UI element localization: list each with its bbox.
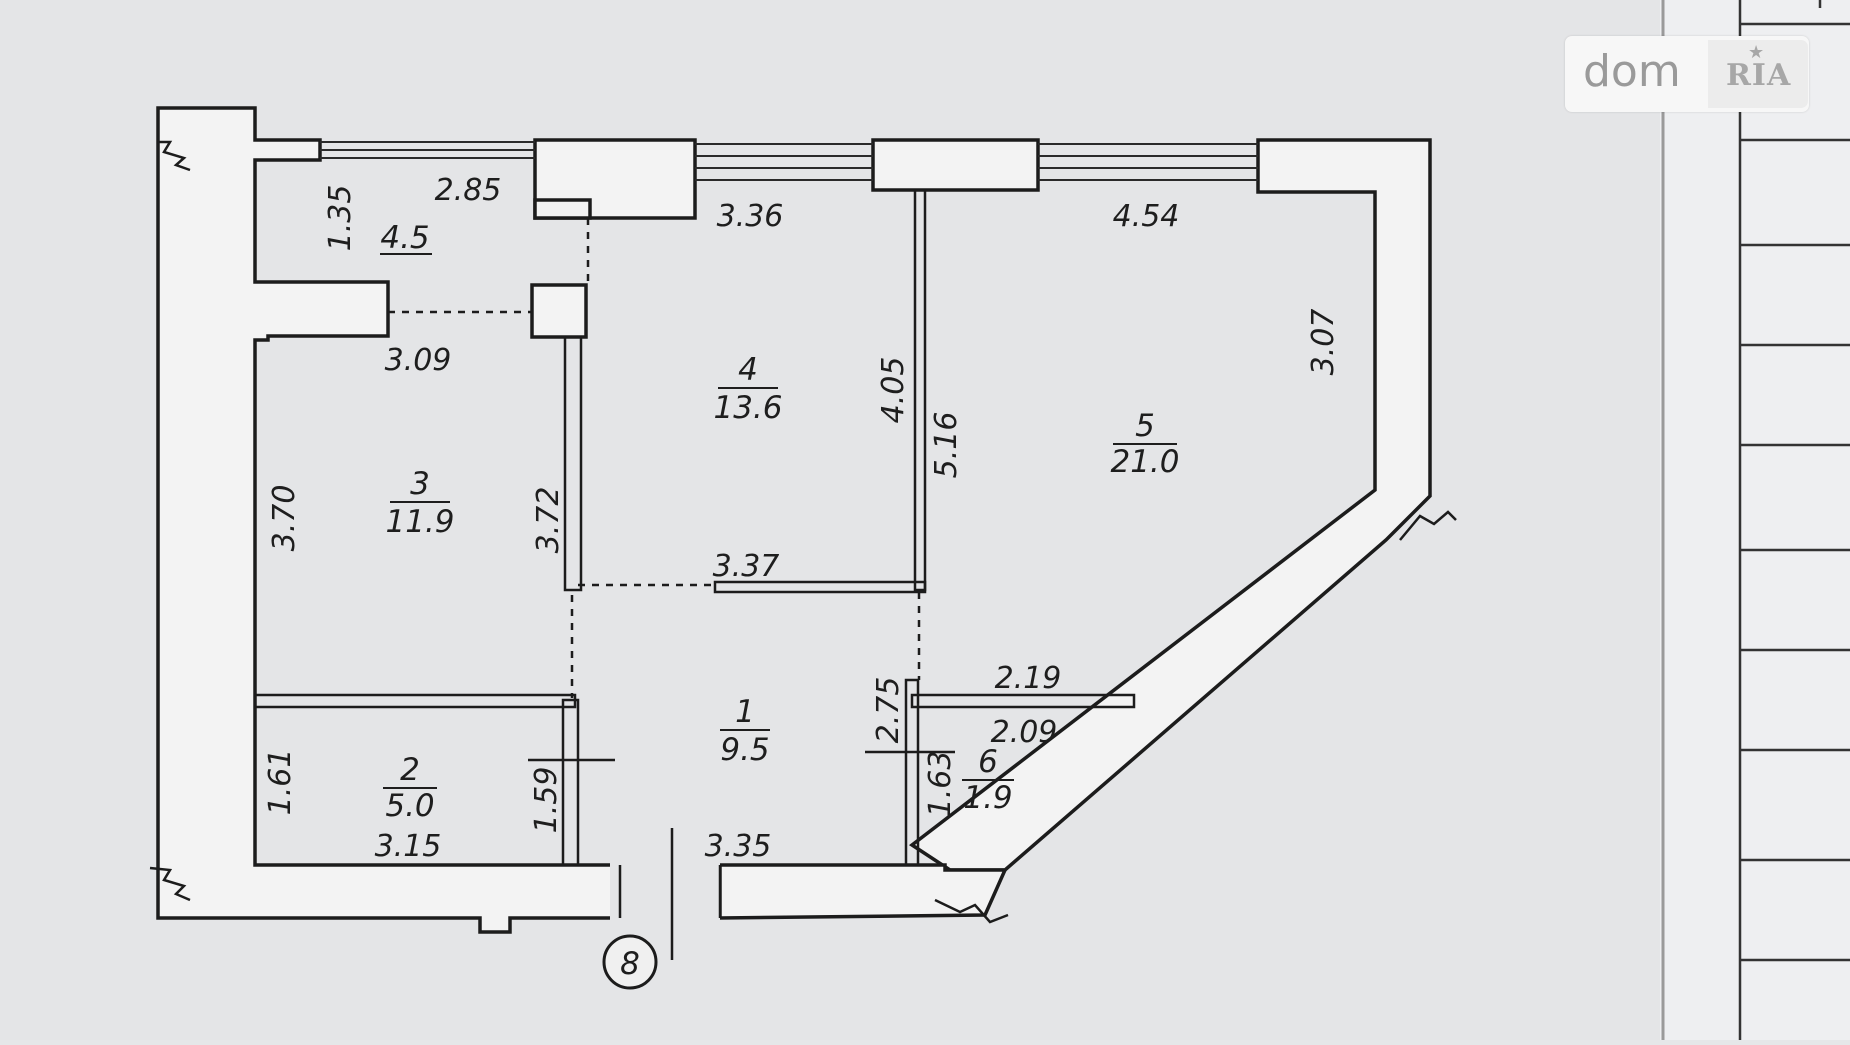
dim-room6-height: 1.63 (923, 751, 958, 818)
svg-text:2: 2 (400, 752, 420, 788)
partition-room4-room5 (913, 188, 927, 592)
break-mark-right (1399, 510, 1457, 541)
balcony-area-label: 4.5 (380, 220, 432, 256)
adjacent-sheet (1660, 0, 1850, 1040)
window-room4 (695, 143, 873, 181)
svg-text:4: 4 (738, 352, 758, 388)
svg-text:9.5: 9.5 (720, 732, 769, 768)
partition-room3-room4 (563, 335, 583, 592)
partition-room6-left (904, 678, 920, 867)
dim-room2-width: 3.15 (375, 829, 442, 864)
room-label-2: 2 5.0 (383, 752, 437, 824)
dim-room5-height: 5.16 (929, 412, 964, 479)
dim-room6-top: 2.19 (995, 661, 1062, 696)
dim-room3-width: 3.09 (385, 343, 452, 378)
axis-marker-circle (602, 934, 658, 990)
adjacent-table-lines (1740, 0, 1850, 962)
svg-text:1: 1 (735, 694, 755, 730)
dim-hall-height: 2.75 (871, 677, 906, 744)
dim-balcony-width: 2.85 (435, 173, 502, 208)
svg-text:11.9: 11.9 (385, 504, 454, 540)
dim-room3-height: 3.70 (267, 485, 302, 552)
dim-room2-right: 1.59 (529, 767, 564, 834)
partition-room2-right (561, 698, 580, 867)
svg-text:5: 5 (1135, 408, 1155, 444)
room-label-4: 4 13.6 (713, 352, 782, 426)
column-block (530, 283, 588, 339)
room-label-5: 5 21.0 (1110, 408, 1179, 480)
svg-text:1.9: 1.9 (963, 780, 1012, 816)
dim-room4-height: 4.05 (876, 357, 911, 424)
dim-room6-width: 2.09 (991, 715, 1058, 750)
room-label-6: 6 1.9 (962, 744, 1014, 816)
domria-logo: dom ★ RIA (1565, 36, 1809, 112)
break-mark-bottom-left (149, 866, 191, 902)
partition-room4-bottom (713, 580, 927, 594)
dim-room5-width: 4.54 (1113, 199, 1180, 234)
partition-room6-top (910, 693, 1136, 709)
break-mark-top-left (158, 140, 191, 172)
star-icon: ★ (1748, 42, 1765, 62)
dim-room3-right: 3.72 (531, 487, 566, 554)
dim-room4-bottom: 3.37 (713, 549, 780, 584)
logo-ria-text: RIA (1726, 58, 1792, 93)
svg-text:4.5: 4.5 (380, 220, 429, 256)
wall-block-2 (871, 138, 1040, 192)
break-mark-bottom (934, 898, 1009, 924)
room-label-1: 1 9.5 (720, 694, 770, 768)
svg-text:3: 3 (410, 466, 430, 502)
svg-text:5.0: 5.0 (385, 788, 434, 824)
logo-ria-badge: ★ RIA (1708, 40, 1808, 108)
wall-block-1b (533, 198, 592, 220)
svg-text:13.6: 13.6 (713, 390, 782, 426)
dim-hall-width: 3.35 (705, 829, 772, 864)
room-label-3: 3 11.9 (385, 466, 454, 540)
svg-text:21.0: 21.0 (1110, 444, 1179, 480)
dim-balcony-depth: 1.35 (323, 185, 358, 252)
axis-marker-label: 8 (620, 946, 640, 982)
svg-text:6: 6 (978, 744, 998, 780)
logo-dom-text: dom (1583, 46, 1681, 97)
dim-room2-height: 1.61 (263, 749, 298, 816)
dim-room5-right: 3.07 (1306, 309, 1341, 376)
window-room5 (1038, 143, 1258, 181)
dim-room4-width: 3.36 (717, 199, 784, 234)
window-balcony (320, 141, 535, 159)
